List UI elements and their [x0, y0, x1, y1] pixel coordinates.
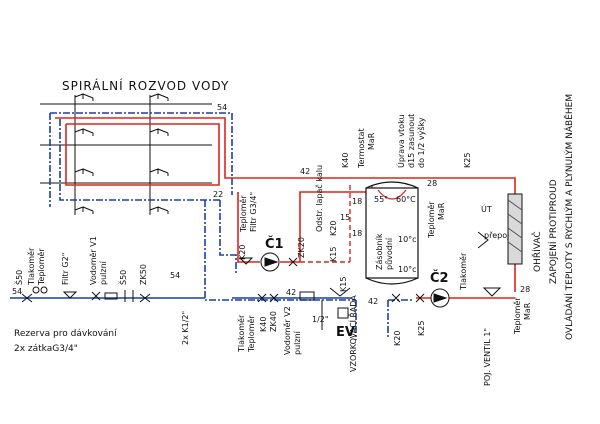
pump-c2-group — [391, 287, 502, 308]
label-prepoj: přepoj — [484, 231, 509, 240]
label-k20-c: K20 — [393, 331, 402, 346]
label-puvodni: původní — [384, 237, 394, 270]
label-half-inch: 1/2" — [312, 315, 329, 324]
supply-valves-left — [21, 286, 151, 303]
label-k40-a: K40 — [259, 317, 268, 332]
label-k15-a: K15 — [329, 247, 338, 262]
label-k20-b: K20 — [329, 221, 338, 236]
pipe-label-28-top: 28 — [427, 179, 437, 188]
label-zasobnik: Zásobník — [375, 233, 384, 270]
pipe-label-42-tank: 42 — [368, 297, 378, 306]
label-odstr: Odstr. lapač kalu — [314, 165, 324, 232]
label-ev: EV — [336, 325, 355, 340]
pipe-label-54-top: 54 — [217, 103, 227, 112]
pipe-label-54-bottom: 54 — [170, 271, 180, 280]
tap-symbols — [74, 93, 169, 214]
label-tlakomer-c: Tlakoměr — [459, 252, 468, 291]
label-tlakomer-b: Tlakoměr — [237, 314, 246, 353]
label-uprava-3: do 1/2 výšky — [416, 117, 426, 168]
heater-unit — [477, 193, 523, 265]
label-k20-a: K20 — [238, 245, 247, 260]
label-rezerva-2: 2x zátkaG3/4" — [14, 344, 78, 354]
label-k25-top: K25 — [463, 153, 472, 168]
pipe-label-28-right: 28 — [520, 285, 530, 294]
label-vzorkovaci: VZORKOVACÍ ŘADA — [347, 295, 358, 372]
label-ohrivac-1: OHŘÍVAČ — [531, 231, 543, 272]
label-s50-left: Š50 — [13, 270, 24, 285]
label-temp-10b: 10°c — [398, 265, 417, 274]
label-zk40: ZK40 — [269, 311, 278, 332]
label-k25-c: K25 — [417, 321, 426, 336]
label-temp-60: 60°C — [396, 195, 416, 204]
pipe-label-22: 22 — [213, 190, 223, 199]
pump-c1-label: Č1 — [265, 236, 284, 252]
label-vodomer-v1: Vodoměr V1 — [89, 236, 98, 285]
label-filtr-g34: Filtr G3/4" — [249, 192, 258, 232]
label-mar-termostat: MaR — [367, 132, 376, 150]
label-pulzni-v1: pulzní — [99, 260, 108, 285]
label-termostat: Termostat — [357, 128, 366, 169]
label-zk50: ZK50 — [139, 264, 148, 285]
label-k15-b: K15 — [339, 277, 348, 292]
label-temp-10a: 10°c — [398, 235, 417, 244]
label-k40-top: K40 — [341, 153, 350, 168]
diagram-title: SPIRÁLNÍ ROZVOD VODY — [62, 78, 229, 93]
label-pulzni-v2: pulzní — [293, 330, 302, 355]
bottom-valves — [257, 287, 351, 330]
pump-c2-label: Č2 — [430, 270, 449, 286]
pipe-label-42-bottom: 42 — [286, 288, 296, 297]
label-uprava-1: Úprava vtoku — [395, 114, 406, 168]
label-poj-ventil: POJ. VENTIL 1" — [483, 328, 492, 386]
storage-tank — [365, 181, 419, 285]
label-teplomer-r: Teploměr — [513, 297, 522, 335]
label-uprava-2: d15 zasunout — [407, 114, 416, 168]
label-temp-55: 55° — [374, 195, 388, 204]
label-filtr-g2: Filtr G2" — [61, 253, 70, 285]
pipe-label-18b: 18 — [352, 229, 362, 238]
label-ohrivac-3: OVLÁDÁNÍ TEPLOTY S RYCHLÝM A PLYNULÝM NÁ… — [563, 94, 575, 340]
label-tlakomer-left: Tlakoměr — [27, 247, 36, 286]
pipe-label-54-left: 54 — [12, 287, 22, 296]
label-teplomer-tank: Teploměr — [427, 201, 436, 239]
label-teplomer-b: Teploměr — [247, 315, 256, 353]
label-ut: ÚT — [481, 203, 492, 214]
label-rezerva-1: Rezerva pro dávkování — [14, 329, 117, 339]
label-mar-tank: MaR — [437, 202, 446, 220]
label-teplomer-filter: Teploměr — [239, 195, 248, 233]
label-s50-mid: Š50 — [117, 270, 128, 285]
riser-lines — [40, 95, 212, 215]
label-mar-r: MaR — [523, 302, 532, 320]
pipe-label-42-top: 42 — [300, 167, 310, 176]
label-vodomer-v2: Vodoměr V2 — [283, 306, 292, 355]
pipe-label-18: 18 — [352, 197, 362, 206]
label-teplomer-left: Teploměr — [37, 248, 46, 286]
label-k1-2: 2x K1/2" — [181, 311, 190, 345]
label-ohrivac-2: ZAPOJENÍ PROTIPROUD — [547, 179, 559, 284]
pump-c1-group — [238, 252, 298, 272]
pipe-label-15: 15 — [340, 213, 350, 222]
label-zk20: ZK20 — [297, 237, 306, 258]
